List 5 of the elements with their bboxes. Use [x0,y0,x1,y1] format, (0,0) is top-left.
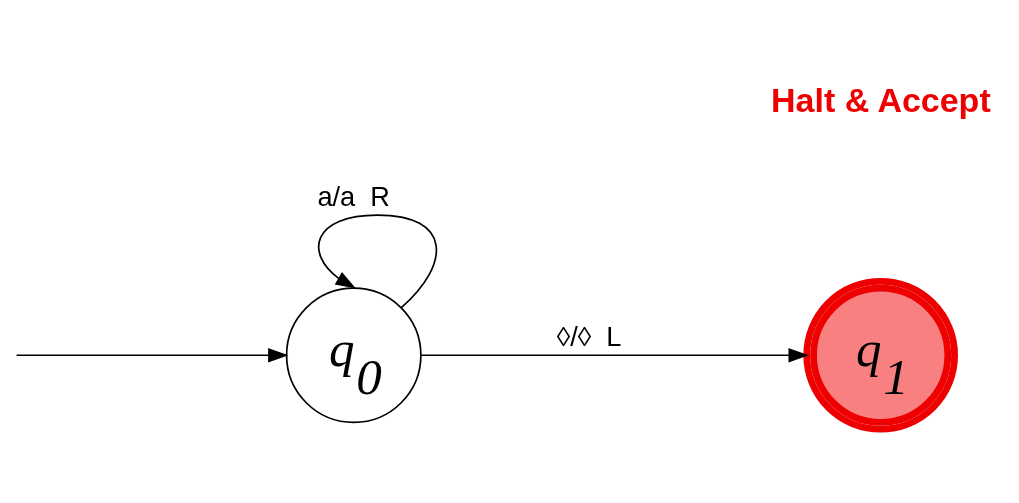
arrow [15,347,289,362]
edge-label: ◊/◊ L [556,320,622,352]
edge-label: a/a R [317,180,391,212]
arrow [420,347,809,362]
label: Halt & Accept [771,80,991,119]
